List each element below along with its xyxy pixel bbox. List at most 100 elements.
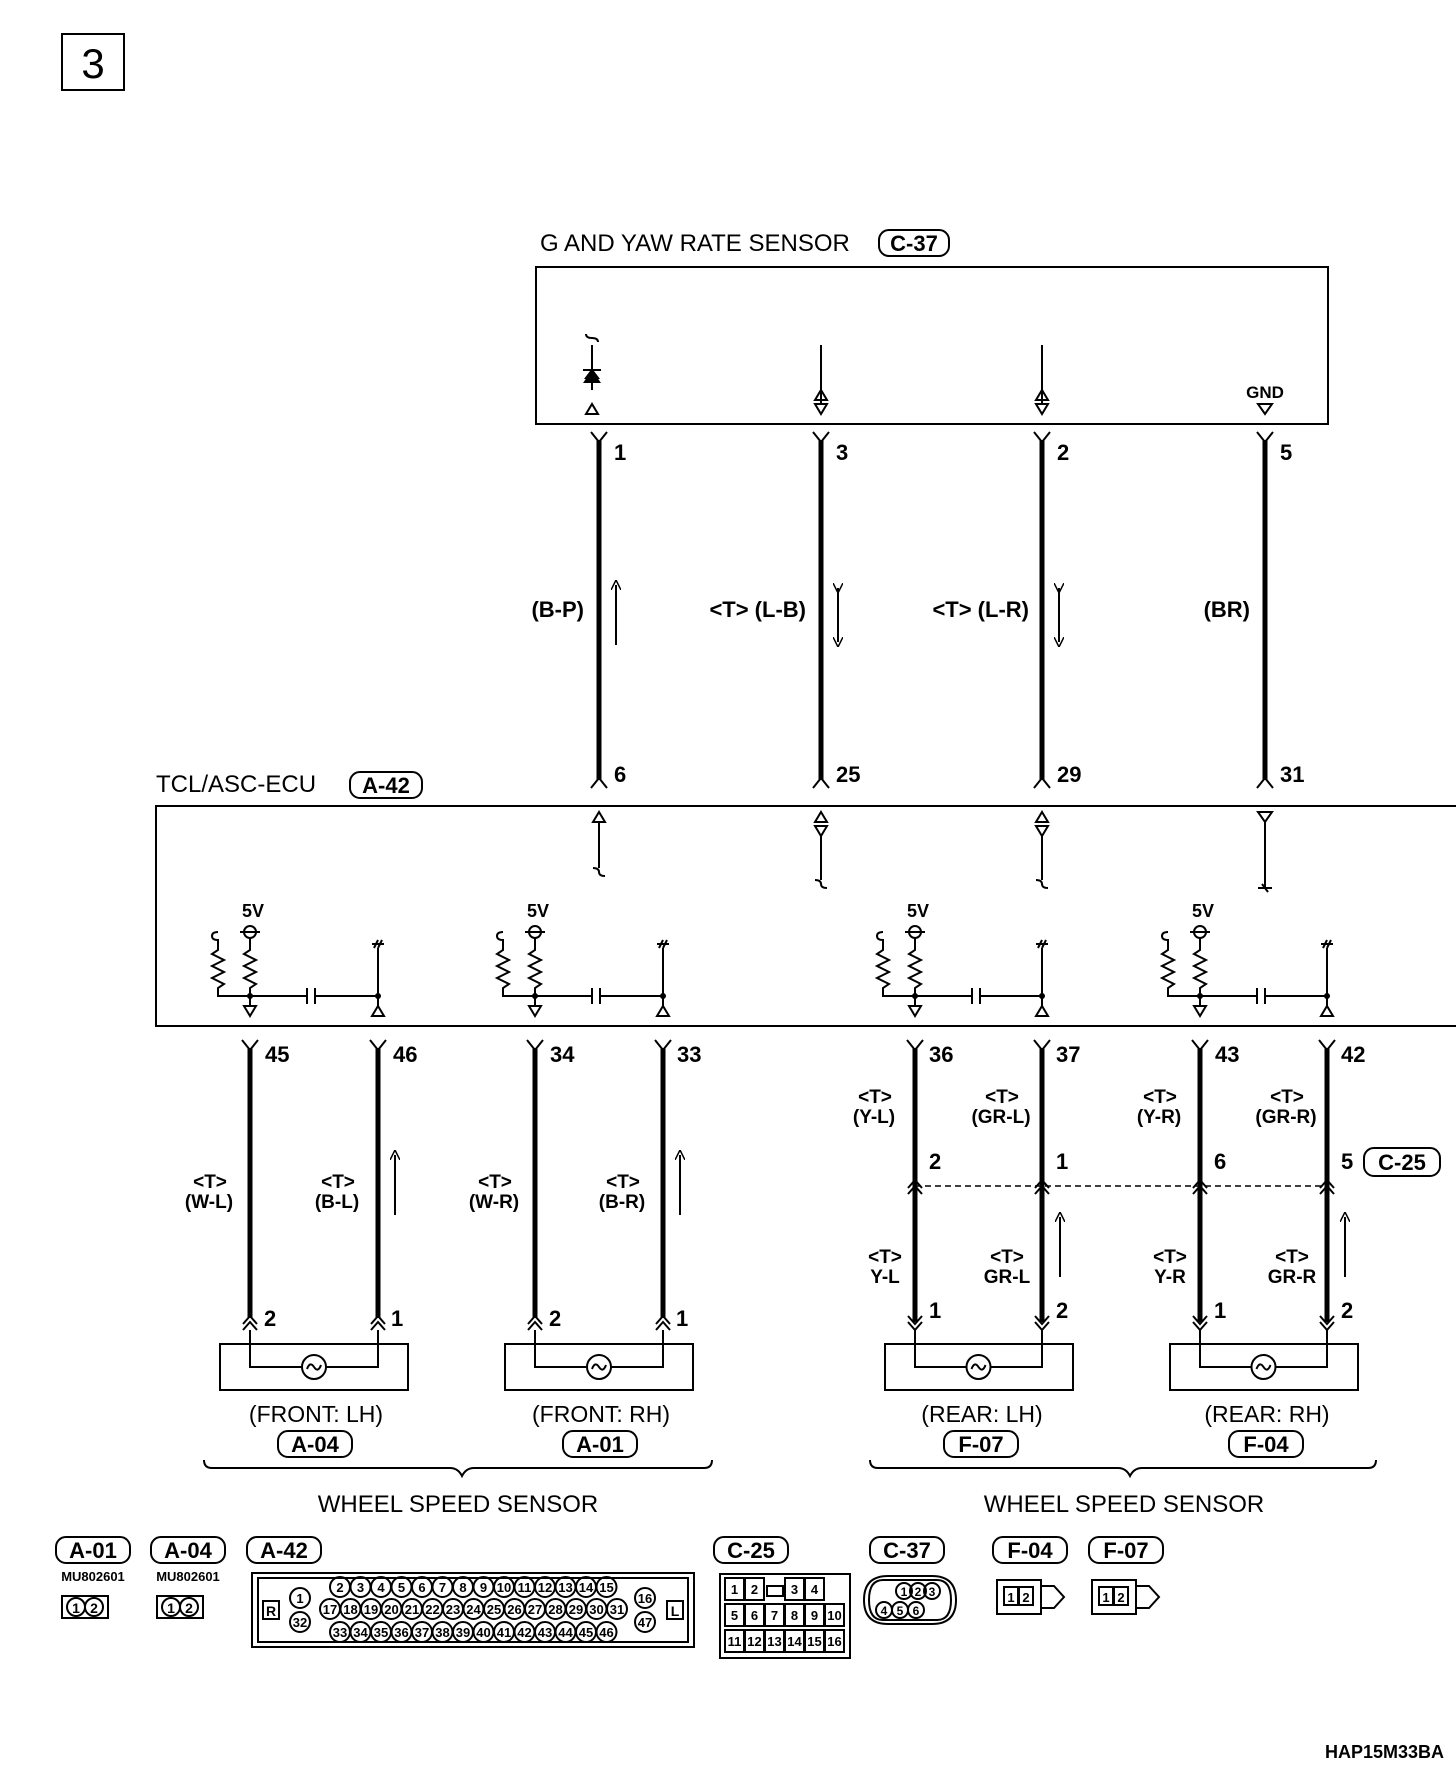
ecu-pin-37: 37	[1056, 1042, 1080, 1067]
g-sensor-connector-badge	[878, 229, 950, 257]
g-pin-2: 2	[1057, 440, 1069, 465]
a42-pin: 37	[415, 1625, 429, 1640]
c25-pin: 6	[751, 1608, 758, 1623]
ecu-pin-6: 6	[614, 762, 626, 787]
front-rh-connector: A-01	[576, 1432, 624, 1457]
ecu-internal-top-symbols	[591, 810, 1274, 893]
cv-a-42-code: A-42	[260, 1538, 308, 1563]
wire-color-b-r: (B-R)	[599, 1192, 645, 1213]
c37-pin: 6	[913, 1604, 920, 1618]
bias-resistor	[1159, 931, 1200, 997]
c25-pin: 10	[827, 1608, 841, 1623]
wheel-speed-sensor-4	[1169, 1330, 1359, 1391]
cv-c-37-code: C-37	[883, 1538, 931, 1563]
cv-f-07-pin-2: 2	[1117, 1590, 1124, 1605]
wire-color-br: (BR)	[1204, 597, 1250, 622]
gnd-label: GND	[1246, 383, 1284, 402]
capacitor	[915, 988, 1042, 1004]
a42-pin: 13	[558, 1580, 572, 1595]
joint-connector: C-25	[1378, 1150, 1426, 1175]
cv-c-25-code: C-25	[727, 1538, 775, 1563]
rear-lh-connector-badge	[943, 1430, 1019, 1458]
cv-f-07-pin-1: 1	[1102, 1590, 1109, 1605]
coil-symbol	[965, 1354, 992, 1380]
a42-pin: 20	[384, 1602, 398, 1617]
front-rh-connector-badge	[562, 1430, 638, 1458]
c25-pin: 14	[787, 1634, 802, 1649]
wheel-speed-sensor-1	[219, 1330, 409, 1391]
rear-lh-connector: F-07	[958, 1432, 1003, 1457]
t-mark-gr-r-lower: <T>	[1275, 1247, 1309, 1268]
a42-pin: 22	[425, 1602, 439, 1617]
capacitor	[535, 988, 663, 1004]
pullup-resistor	[1191, 938, 1209, 996]
c37-pin: 1	[901, 1585, 908, 1599]
ecu-pin-36: 36	[929, 1042, 953, 1067]
coil-symbol	[1250, 1354, 1277, 1380]
t-mark-y-l-lower: <T>	[868, 1247, 902, 1268]
front-lh-wires	[241, 1039, 395, 1331]
t-mark-w-r: <T>	[478, 1172, 512, 1193]
wheel-speed-sensor-boxes	[219, 1330, 1359, 1391]
c25-pin: 15	[807, 1634, 821, 1649]
supply-5v-front-rh: 5V	[527, 901, 549, 921]
supply-5v-front-lh: 5V	[242, 901, 264, 921]
sensor-body	[219, 1343, 409, 1391]
c25-pin: 11	[728, 1634, 742, 1649]
a42-pin: 24	[466, 1602, 481, 1617]
ecu-connector-badge	[349, 771, 423, 799]
t-mark-y-r-lower: <T>	[1153, 1247, 1187, 1268]
rear-rh-connector-badge	[1228, 1430, 1304, 1458]
ecu-pin-45: 45	[265, 1042, 289, 1067]
a42-pin: 1	[296, 1591, 303, 1606]
c25-pin: 16	[827, 1634, 841, 1649]
rear-rh-connector: F-04	[1243, 1432, 1289, 1457]
a42-pin: 5	[398, 1580, 405, 1595]
sensor-pin-front-lh-1: 1	[391, 1306, 403, 1331]
bias-resistor	[209, 931, 250, 997]
a42-pin: 18	[343, 1602, 357, 1617]
ecu-pin-42: 42	[1341, 1042, 1365, 1067]
ecu-pin-33: 33	[677, 1042, 701, 1067]
wire-color-y-l-lower: Y-L	[870, 1267, 900, 1288]
a42-pin: 7	[439, 1580, 446, 1595]
sensor-body	[884, 1343, 1074, 1391]
ground-symbol	[1321, 939, 1333, 1006]
c25-pin: 12	[747, 1634, 761, 1649]
a42-pin: 28	[548, 1602, 562, 1617]
cv-a-01-part: MU802601	[61, 1569, 125, 1584]
cv-f-04-pin-2: 2	[1022, 1590, 1029, 1605]
wire-color-l-b: <T> (L-B)	[709, 597, 806, 622]
supply-5v-rear-lh: 5V	[907, 901, 929, 921]
wheel-speed-sensor-2	[504, 1330, 694, 1391]
cv-a-04-part: MU802601	[156, 1569, 220, 1584]
a42-pin: 17	[323, 1602, 337, 1617]
a42-pin: 27	[528, 1602, 542, 1617]
c25-pin: 5	[731, 1608, 738, 1623]
input-circuit-4	[1159, 925, 1335, 1018]
connector-view-f-04: F-04 1 2	[992, 1536, 1068, 1615]
c25-pin: 8	[791, 1608, 798, 1623]
wire-color-gr-l-lower: GR-L	[984, 1267, 1031, 1288]
c25-pin: 3	[791, 1582, 798, 1597]
a42-pin: 8	[459, 1580, 466, 1595]
capacitor	[250, 988, 378, 1004]
wire-color-w-r: (W-R)	[469, 1192, 519, 1213]
t-mark-y-l-upper: <T>	[858, 1087, 892, 1108]
joint-pin-5: 5	[1341, 1149, 1353, 1174]
a42-pin: 4	[377, 1580, 385, 1595]
page-number: 3	[81, 40, 104, 87]
t-mark-w-l: <T>	[193, 1172, 227, 1193]
ecu-connector: A-42	[362, 773, 410, 798]
c25-pin: 2	[751, 1582, 758, 1597]
a42-pin: 3	[357, 1580, 364, 1595]
connector-view-a-04: A-04 MU802601 1 2	[150, 1536, 226, 1619]
sensor-pin-rear-lh-1: 1	[929, 1298, 941, 1323]
a42-pin: 31	[610, 1602, 624, 1617]
c25-pin: 9	[811, 1608, 818, 1623]
ground-symbol	[372, 939, 384, 1006]
g-sensor-box	[535, 266, 1329, 425]
t-mark-gr-l-lower: <T>	[990, 1247, 1024, 1268]
